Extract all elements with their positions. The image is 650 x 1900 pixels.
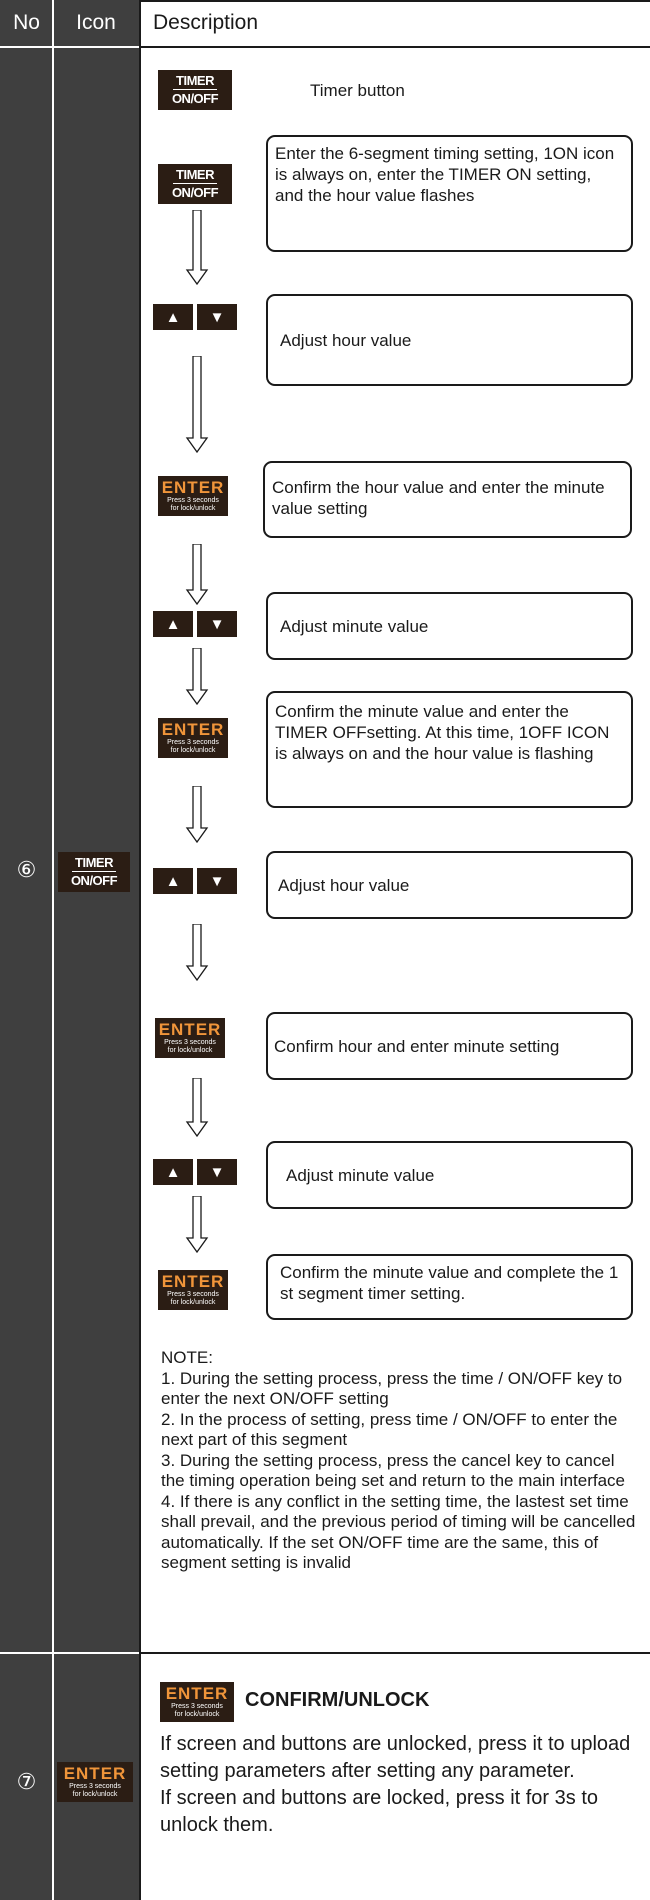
flow-arrow-icon (185, 356, 209, 454)
header-divider (139, 46, 650, 48)
flow-arrow-icon (185, 924, 209, 982)
flow-arrow-icon (185, 786, 209, 844)
enter-key-sub1: Press 3 seconds (69, 1783, 121, 1790)
note-section: NOTE: 1. During the setting process, pre… (161, 1348, 641, 1574)
enter-key-sub2: for lock/unlock (174, 1711, 220, 1718)
timer-key-label: TIMER (173, 74, 217, 90)
onoff-key-label: ON/OFF (171, 185, 219, 200)
enter-key-label: ENTER (161, 1272, 225, 1291)
row-number-7: ⑦ (16, 1769, 37, 1794)
step-box-7: Confirm hour and enter minute setting (266, 1012, 633, 1080)
enter-key-sub1: Press 3 seconds (167, 1291, 219, 1298)
step-box-5: Confirm the minute value and enter the T… (266, 691, 633, 808)
enter-key-label: ENTER (161, 720, 225, 739)
arrow-keys: ▲ ▼ (153, 1159, 237, 1185)
note-item-1: 1. During the setting process, press the… (161, 1368, 623, 1409)
arrow-keys: ▲ ▼ (153, 868, 237, 894)
step-box-9: Confirm the minute value and complete th… (266, 1254, 633, 1320)
up-arrow-icon: ▲ (153, 1159, 193, 1185)
step-box-1: Enter the 6-segment timing setting, 1ON … (266, 135, 633, 252)
enter-key-sub2: for lock/unlock (170, 505, 216, 512)
header-no: No (13, 11, 40, 34)
timer-button-label: Timer button (310, 81, 405, 100)
note-item-2: 2. In the process of setting, press time… (161, 1409, 618, 1450)
timer-onoff-key-icon: TIMER ON/OFF (158, 70, 232, 110)
enter-key-label: ENTER (161, 478, 225, 497)
up-arrow-icon: ▲ (153, 868, 193, 894)
step-box-4: Adjust minute value (266, 592, 633, 660)
row-divider-dark (0, 1652, 139, 1654)
step-box-8: Adjust minute value (266, 1141, 633, 1209)
onoff-key-label: ON/OFF (171, 91, 219, 106)
enter-key-icon: ENTER Press 3 seconds for lock/unlock (57, 1762, 133, 1802)
enter-key-icon: ENTER Press 3 seconds for lock/unlock (158, 718, 228, 758)
enter-key-sub2: for lock/unlock (72, 1791, 118, 1798)
arrow-keys: ▲ ▼ (153, 611, 237, 637)
note-title: NOTE: (161, 1348, 213, 1367)
arrow-keys: ▲ ▼ (153, 304, 237, 330)
enter-key-icon: ENTER Press 3 seconds for lock/unlock (155, 1018, 225, 1058)
step-box-3: Confirm the hour value and enter the min… (263, 461, 632, 538)
row-divider (139, 1652, 650, 1654)
header-icon: Icon (76, 11, 116, 34)
timer-key-label: TIMER (173, 168, 217, 184)
note-item-3: 3. During the setting process, press the… (161, 1450, 626, 1491)
note-item-4: 4. If there is any conflict in the setti… (161, 1491, 636, 1573)
header-description: Description (139, 0, 650, 46)
enter-key-icon: ENTER Press 3 seconds for lock/unlock (160, 1682, 234, 1722)
up-arrow-icon: ▲ (153, 611, 193, 637)
confirm-unlock-title: CONFIRM/UNLOCK (245, 1689, 430, 1711)
no-column (0, 0, 53, 1900)
enter-key-label: ENTER (63, 1764, 127, 1783)
top-border (139, 0, 650, 2)
enter-key-sub1: Press 3 seconds (167, 497, 219, 504)
confirm-unlock-body: If screen and buttons are unlocked, pres… (160, 1731, 640, 1839)
enter-key-sub2: for lock/unlock (170, 747, 216, 754)
flow-arrow-icon (185, 648, 209, 706)
description-column-border (139, 0, 141, 1900)
timer-onoff-key-icon: TIMER ON/OFF (58, 852, 130, 892)
enter-key-sub2: for lock/unlock (170, 1299, 216, 1306)
flow-arrow-icon (185, 210, 209, 286)
enter-key-sub1: Press 3 seconds (164, 1039, 216, 1046)
enter-key-icon: ENTER Press 3 seconds for lock/unlock (158, 1270, 228, 1310)
timer-key-label: TIMER (72, 856, 116, 872)
no-icon-divider (52, 0, 54, 1900)
timer-onoff-key-icon: TIMER ON/OFF (158, 164, 232, 204)
header-divider-dark (0, 46, 139, 48)
enter-key-sub2: for lock/unlock (167, 1047, 213, 1054)
step-box-6: Adjust hour value (266, 851, 633, 919)
down-arrow-icon: ▼ (197, 611, 237, 637)
flow-arrow-icon (185, 1078, 209, 1138)
down-arrow-icon: ▼ (197, 1159, 237, 1185)
enter-key-sub1: Press 3 seconds (171, 1703, 223, 1710)
onoff-key-label: ON/OFF (70, 873, 118, 888)
row-number-6: ⑥ (16, 857, 37, 882)
enter-key-icon: ENTER Press 3 seconds for lock/unlock (158, 476, 228, 516)
flow-arrow-icon (185, 544, 209, 606)
down-arrow-icon: ▼ (197, 868, 237, 894)
confirm-unlock-line-1: If screen and buttons are unlocked, pres… (160, 1733, 631, 1782)
flow-arrow-icon (185, 1196, 209, 1254)
enter-key-label: ENTER (165, 1684, 229, 1703)
up-arrow-icon: ▲ (153, 304, 193, 330)
down-arrow-icon: ▼ (197, 304, 237, 330)
step-box-2: Adjust hour value (266, 294, 633, 386)
icon-column (53, 0, 139, 1900)
enter-key-sub1: Press 3 seconds (167, 739, 219, 746)
enter-key-label: ENTER (158, 1020, 222, 1039)
confirm-unlock-line-2: If screen and buttons are locked, press … (160, 1787, 599, 1836)
